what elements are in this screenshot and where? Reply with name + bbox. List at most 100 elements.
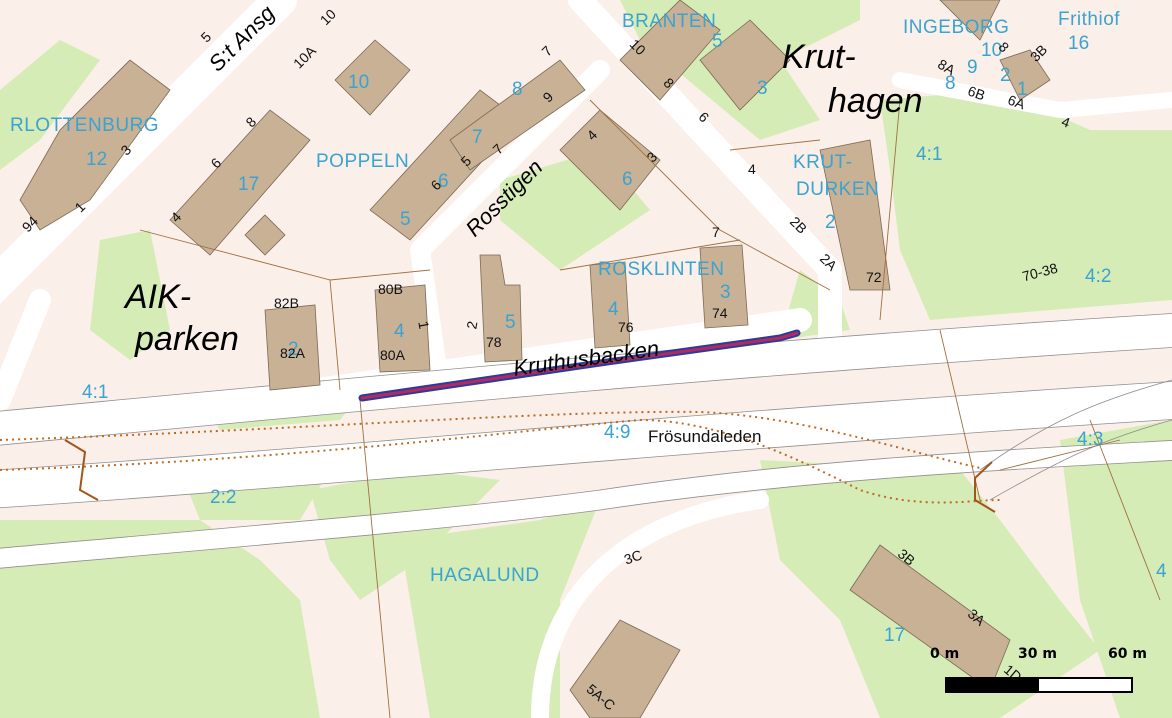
address-number: 76 bbox=[618, 319, 634, 335]
road-edges bbox=[0, 313, 1172, 569]
block-number: 2 bbox=[825, 212, 836, 233]
building bbox=[819, 139, 891, 291]
block-number: 17 bbox=[238, 174, 260, 195]
block-number: 6 bbox=[438, 171, 449, 192]
block-number: 4 bbox=[608, 299, 619, 320]
block-number: 5 bbox=[400, 209, 411, 230]
park-area bbox=[90, 230, 170, 360]
scale-label-30: 30 m bbox=[1018, 646, 1057, 662]
road-frosundaleden bbox=[0, 381, 1172, 508]
area-label-krutdurken-2: DURKEN bbox=[796, 179, 880, 200]
park-area bbox=[880, 90, 1172, 320]
address-number: 80A bbox=[380, 347, 405, 363]
park-area bbox=[1060, 420, 1172, 718]
block-number: 1 bbox=[1017, 79, 1028, 100]
address-number: 7 bbox=[712, 224, 720, 240]
park-area bbox=[0, 40, 100, 170]
block-number: 5 bbox=[712, 31, 723, 52]
building bbox=[19, 59, 171, 231]
highlighted-route[interactable] bbox=[360, 331, 799, 400]
block-number: 3 bbox=[720, 282, 731, 303]
building bbox=[999, 49, 1051, 101]
block-number: 6 bbox=[622, 169, 633, 190]
road-st-ansgar bbox=[0, 0, 297, 305]
place-label-hagen: hagen bbox=[828, 82, 923, 120]
block-number: 2 bbox=[1000, 65, 1011, 86]
road-south bbox=[0, 440, 1172, 569]
address-number: 74 bbox=[712, 305, 728, 321]
block-number: 9 bbox=[967, 57, 978, 78]
building bbox=[244, 214, 286, 256]
area-label-hagalund: HAGALUND bbox=[430, 565, 540, 586]
address-number: 72 bbox=[866, 269, 882, 285]
property-lines bbox=[139, 99, 1161, 718]
place-label-krut: Krut- bbox=[782, 38, 856, 76]
block-number: 2 bbox=[288, 339, 299, 360]
park-area bbox=[0, 520, 320, 718]
building bbox=[334, 39, 411, 116]
buildings bbox=[19, 0, 1051, 718]
bridge-markers bbox=[64, 439, 996, 513]
building bbox=[449, 59, 586, 171]
zone-code: 4:2 bbox=[1085, 266, 1112, 287]
road-west bbox=[0, 289, 51, 411]
zone-code: 2:2 bbox=[210, 487, 237, 508]
area-label-poppeln: POPPELN bbox=[316, 151, 410, 172]
road-ne bbox=[892, 72, 1172, 118]
block-number: 4 bbox=[394, 321, 405, 342]
building bbox=[589, 261, 631, 349]
address-number: 82A bbox=[280, 345, 305, 361]
place-label-parken: parken bbox=[135, 320, 239, 358]
block-number: 10 bbox=[348, 72, 370, 93]
area-label-krutdurken-1: KRUT- bbox=[793, 152, 853, 173]
area-label-frithiof: Frithiof bbox=[1058, 9, 1121, 30]
block-number: 3 bbox=[757, 78, 768, 99]
block-number: 10 bbox=[981, 40, 1003, 61]
building bbox=[169, 109, 311, 256]
road-rosstigen bbox=[410, 60, 610, 400]
building bbox=[699, 19, 791, 111]
block-number: 8 bbox=[512, 79, 523, 100]
park-area bbox=[310, 470, 500, 600]
block-number: 16 bbox=[1068, 33, 1090, 54]
address-number: 78 bbox=[486, 334, 502, 350]
area-label-branten: BRANTEN bbox=[622, 11, 717, 32]
scale-label-0: 0 m bbox=[930, 646, 960, 662]
place-label-aik: AIK- bbox=[125, 278, 192, 316]
block-number: 8 bbox=[945, 73, 956, 94]
building bbox=[559, 109, 661, 211]
road-kruthusbacken bbox=[238, 308, 812, 412]
road-hagalund bbox=[531, 491, 769, 718]
road-main bbox=[0, 313, 1172, 446]
building bbox=[264, 304, 321, 391]
building bbox=[699, 244, 749, 329]
block-number: 5 bbox=[505, 312, 516, 333]
area-label-ingeborg: INGEBORG bbox=[903, 17, 1010, 38]
building bbox=[479, 254, 523, 363]
block-number: 12 bbox=[86, 149, 108, 170]
building bbox=[569, 619, 681, 718]
building bbox=[939, 0, 1001, 41]
scale-bar bbox=[945, 677, 1133, 693]
address-number: 82B bbox=[274, 295, 299, 311]
zone-code: 4 bbox=[1156, 561, 1167, 582]
zone-code: 4:3 bbox=[1077, 429, 1104, 450]
zone-code: 4:1 bbox=[82, 382, 109, 403]
building bbox=[374, 284, 431, 373]
building bbox=[619, 0, 721, 101]
address-number: 4 bbox=[748, 161, 756, 177]
area-label-charlottenburg: RLOTTENBURG bbox=[10, 115, 160, 136]
address-number: 80B bbox=[378, 281, 403, 297]
block-number: 7 bbox=[472, 127, 483, 148]
block-number: 17 bbox=[884, 625, 906, 646]
area-label-rosklinten: ROSKLINTEN bbox=[598, 259, 725, 280]
scale-label-60: 60 m bbox=[1108, 646, 1147, 662]
zone-code: 4:9 bbox=[604, 422, 631, 443]
building bbox=[849, 544, 1011, 691]
zone-code: 4:1 bbox=[916, 144, 943, 165]
road-label-frosundaleden: Frösundaleden bbox=[648, 427, 762, 446]
dotted-paths bbox=[0, 410, 1001, 504]
